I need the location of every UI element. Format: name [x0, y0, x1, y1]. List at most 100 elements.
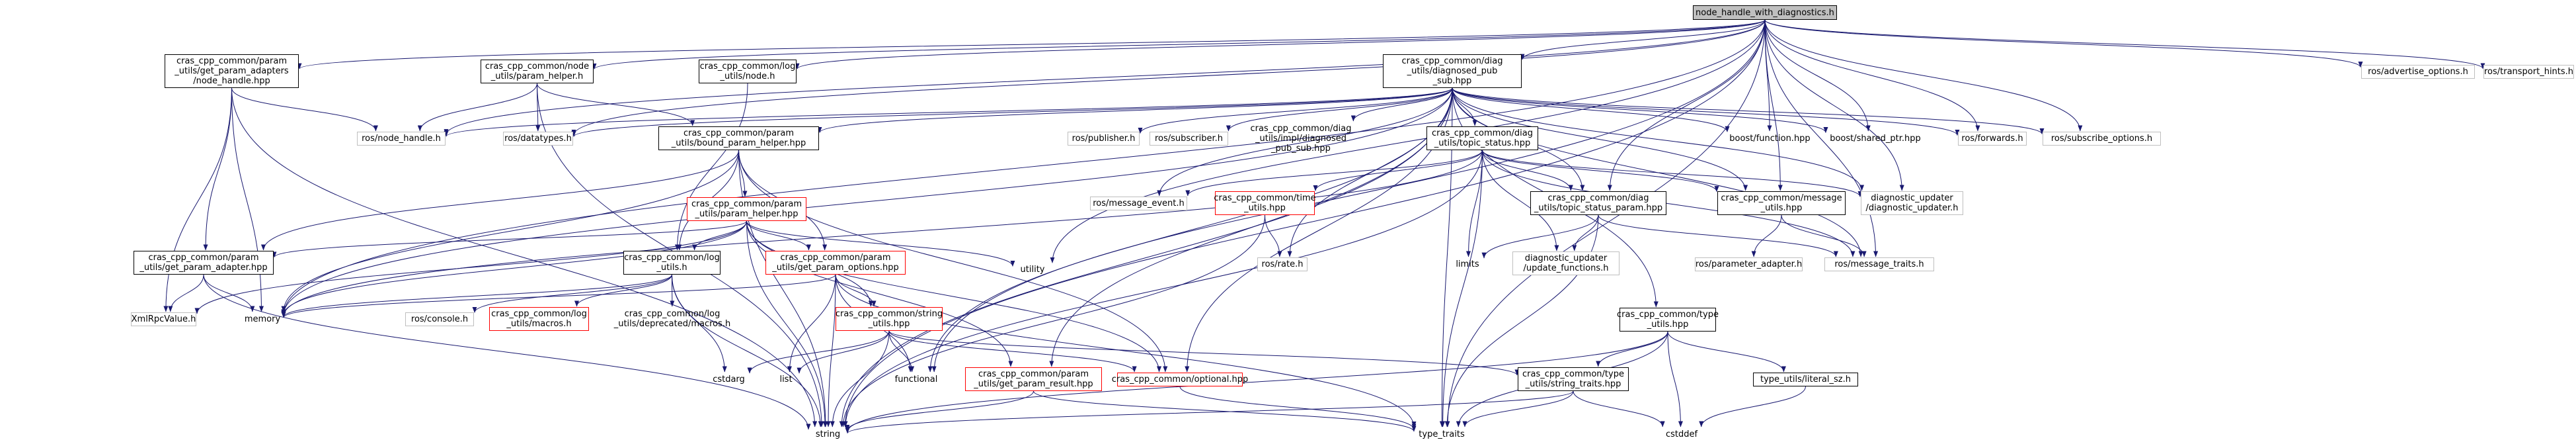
- node-node-utils-param-helper-h[interactable]: cras_cpp_common/node_utils/param_helper.…: [481, 60, 594, 83]
- node-label-line: limits: [1456, 259, 1479, 269]
- edge-param_helper-to-memory: [281, 220, 747, 316]
- node-diag-utils-topic-status-hpp[interactable]: cras_cpp_common/diag_utils/topic_status.…: [1426, 126, 1538, 150]
- edge-log_utils-to-log_macros: [574, 274, 672, 307]
- edge-string_traits-to-cstddef: [1573, 390, 1665, 427]
- node-log-utils-macros-h[interactable]: cras_cpp_common/log_utils/macros.h: [489, 307, 589, 331]
- node-diag-utils-diagnosed-pub-sub-hpp[interactable]: cras_cpp_common/diag_utils/diagnosed_pub…: [1383, 54, 1522, 88]
- node-ros-parameter-adapter-h[interactable]: ros/parameter_adapter.h: [1695, 257, 1803, 271]
- node-diag-utils-impl-diagnosed-pub-sub-hpp[interactable]: cras_cpp_common/diag_utils/impl/diagnose…: [1237, 122, 1364, 156]
- edge-diag_pub-to-diag_upd: [1452, 87, 1864, 191]
- node-log-utils-h[interactable]: cras_cpp_common/log_utils.h: [623, 251, 721, 275]
- node-string[interactable]: string: [809, 427, 847, 441]
- node-label-line: cras_cpp_common/type: [1617, 310, 1719, 320]
- node-type-utils-literal-sz-h[interactable]: type_utils/literal_sz.h: [1753, 373, 1858, 386]
- node-list[interactable]: list: [773, 373, 799, 386]
- node-functional[interactable]: functional: [889, 373, 943, 386]
- node-boost-shared-ptr-hpp[interactable]: boost/shared_ptr.hpp: [1826, 132, 1924, 146]
- node-label-line: _utils/deprecated/macros.h: [613, 319, 731, 329]
- edge-root-to-transport: [1764, 19, 2485, 69]
- node-param-utils-get-param-options-hpp[interactable]: cras_cpp_common/param_utils/get_param_op…: [765, 251, 906, 275]
- node-ros-datatypes-h[interactable]: ros/datatypes.h: [503, 132, 573, 146]
- edge-nh_hpp-to-string: [231, 87, 818, 427]
- edge-log_node-to-log_utils: [675, 83, 748, 251]
- node-label-line: string: [815, 429, 841, 439]
- node-label-line: _utils/macros.h: [506, 319, 572, 329]
- node-param-utils-bound-param-helper-hpp[interactable]: cras_cpp_common/param_utils/bound_param_…: [658, 126, 819, 150]
- edge-string_utils-to-optional: [888, 330, 1137, 373]
- node-type-utils-string-traits-hpp[interactable]: cras_cpp_common/type_utils/string_traits…: [1518, 367, 1629, 391]
- edge-string_traits-to-type_traits: [1462, 390, 1574, 427]
- node-ros-publisher-h[interactable]: ros/publisher.h: [1068, 132, 1140, 146]
- node-label-line: ros/datatypes.h: [504, 134, 572, 144]
- edge-topic_status-to-memory: [281, 150, 1483, 317]
- node-log-utils-node-h[interactable]: cras_cpp_common/log_utils/node.h: [699, 60, 797, 83]
- node-utility[interactable]: utility: [1013, 263, 1052, 277]
- edge-time_utils-to-string: [840, 214, 1265, 427]
- edge-gpo-to-type_traits: [835, 274, 1417, 427]
- node-type-utils-hpp[interactable]: cras_cpp_common/type_utils.hpp: [1617, 308, 1719, 332]
- edge-topic_status-to-type_traits: [1440, 150, 1483, 427]
- edge-root-to-forwards: [1764, 19, 1980, 132]
- node-diag-utils-topic-status-param-hpp[interactable]: cras_cpp_common/diag_utils/topic_status_…: [1530, 191, 1666, 215]
- node-type-traits[interactable]: type_traits: [1415, 427, 1469, 441]
- node-ros-message-traits-h[interactable]: ros/message_traits.h: [1824, 257, 1934, 271]
- node-diagnostic-updater-h[interactable]: diagnostic_updater/diagnostic_updater.h: [1861, 191, 1963, 215]
- edge-string_utils-to-string: [830, 330, 890, 427]
- edge-diag_pub-to-functional: [927, 87, 1453, 373]
- node-label-line: ros/message_traits.h: [1834, 259, 1924, 269]
- node-ros-forwards-h[interactable]: ros/forwards.h: [1958, 132, 2027, 146]
- node-label-line: _utils/diagnosed_pub: [1407, 66, 1498, 76]
- node-time-utils-hpp[interactable]: cras_cpp_common/time_utils.hpp: [1214, 191, 1316, 215]
- node-param-utils-get-param-adapters-node-handle-hpp[interactable]: cras_cpp_common/param_utils/get_param_ad…: [165, 54, 299, 88]
- node-label-line: _sub.hpp: [1432, 76, 1472, 86]
- node-diagnostic-updater-update-functions-h[interactable]: diagnostic_updater/update_functions.h: [1512, 251, 1620, 275]
- node-param-utils-param-helper-hpp[interactable]: cras_cpp_common/param_utils/param_helper…: [687, 197, 806, 221]
- node-ros-advertise-options-h[interactable]: ros/advertise_options.h: [2361, 65, 2475, 79]
- node-message-utils-hpp[interactable]: cras_cpp_common/message_utils.hpp: [1717, 191, 1846, 215]
- node-log-utils-deprecated-macros-h[interactable]: cras_cpp_common/log_utils/deprecated/mac…: [604, 307, 741, 331]
- node-optional-hpp[interactable]: cras_cpp_common/optional.hpp: [1112, 373, 1248, 386]
- edge-gpa-to-string: [203, 274, 811, 430]
- node-ros-rate-h[interactable]: ros/rate.h: [1257, 257, 1308, 271]
- node-label-line: cras_cpp_common/node: [485, 62, 590, 71]
- edge-root-to-sub_opt: [1764, 19, 2083, 132]
- edge-nu_param-to-bph: [537, 83, 695, 126]
- edge-root-to-diag_pub: [1520, 19, 1766, 60]
- edge-root-to-functional: [931, 19, 1766, 373]
- node-ros-subscriber-h[interactable]: ros/subscriber.h: [1150, 132, 1228, 146]
- edge-param_helper-to-utility: [746, 220, 1015, 267]
- edge-root-to-nh_hpp: [297, 19, 1766, 69]
- edge-nu_param-to-ros_nh: [417, 83, 537, 132]
- node-cstddef[interactable]: cstddef: [1661, 427, 1702, 441]
- edge-diag_pub-to-bph: [817, 87, 1453, 133]
- node-memory[interactable]: memory: [242, 312, 283, 326]
- node-ros-subscribe-options-h[interactable]: ros/subscribe_options.h: [2043, 132, 2161, 146]
- node-ros-console-h[interactable]: ros/console.h: [405, 312, 474, 326]
- edge-diag_pub-to-diag_impl: [1350, 87, 1453, 122]
- edge-topic_status-to-msg_traits: [1482, 150, 1855, 257]
- edge-gpr-to-type_traits: [1033, 390, 1417, 432]
- node-label-line: cras_cpp_common/log: [624, 253, 720, 263]
- node-string-utils-hpp[interactable]: cras_cpp_common/string_utils.hpp: [836, 307, 943, 331]
- node-label-line: type_traits: [1419, 429, 1465, 439]
- node-label-line: _utils/topic_status_param.hpp: [1534, 203, 1663, 213]
- node-label-line: ros/node_handle.h: [362, 134, 441, 144]
- edge-gpa-to-memory: [203, 274, 255, 312]
- node-ros-message-event-h[interactable]: ros/message_event.h: [1090, 197, 1187, 210]
- node-label-line: _utils.hpp: [1244, 203, 1286, 213]
- node-param-utils-get-param-adapter-hpp[interactable]: cras_cpp_common/param_utils/get_param_ad…: [134, 251, 274, 275]
- node-xmlrpcvalue-h[interactable]: XmlRpcValue.h: [131, 312, 196, 326]
- node-cstdarg[interactable]: cstdarg: [709, 373, 749, 386]
- node-ros-node-handle-h[interactable]: ros/node_handle.h: [357, 132, 446, 146]
- node-label-line: _utils.hpp: [868, 319, 910, 329]
- edge-root-to-boost_sp: [1764, 19, 1871, 132]
- edge-topic_status-to-limits: [1466, 150, 1483, 257]
- node-param-utils-get-param-result-hpp[interactable]: cras_cpp_common/param_utils/get_param_re…: [965, 367, 1102, 391]
- node-boost-function-hpp[interactable]: boost/function.hpp: [1728, 132, 1812, 146]
- node-limits[interactable]: limits: [1452, 257, 1483, 271]
- node-label-line: diagnostic_updater: [1524, 253, 1608, 263]
- node-ros-transport-hints-h[interactable]: ros/transport_hints.h: [2483, 65, 2574, 79]
- edge-param_helper-to-xmlrpc: [194, 220, 747, 314]
- node-label-line: ros/subscriber.h: [1154, 134, 1224, 144]
